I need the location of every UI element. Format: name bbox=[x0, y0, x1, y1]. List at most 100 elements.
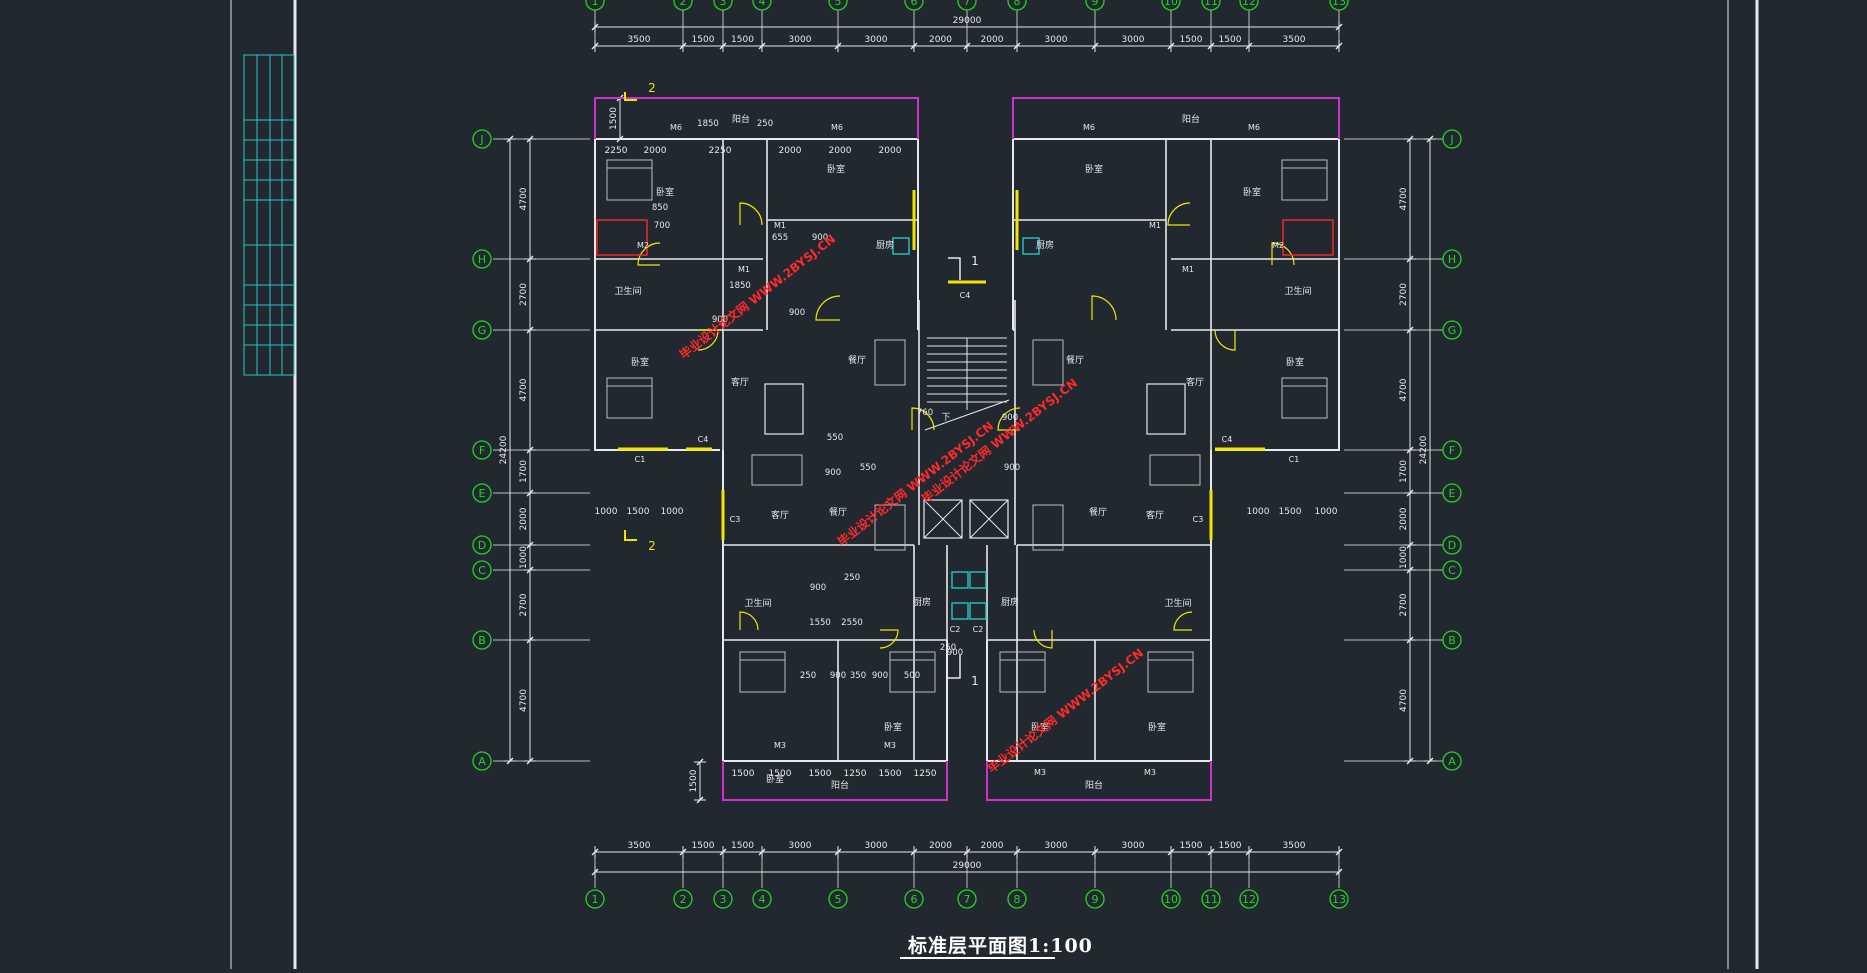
axis-bubble-bottom bbox=[1201, 889, 1221, 909]
axis-bubble-bottom bbox=[1161, 889, 1181, 909]
dim-top-total-tick bbox=[591, 23, 599, 31]
bed-icon bbox=[606, 159, 653, 201]
inner-dim-text: 2250 bbox=[605, 146, 628, 156]
inner-dim-text: 900 bbox=[947, 648, 963, 658]
door-swing bbox=[879, 629, 899, 649]
axis-bubble-bottom bbox=[1007, 889, 1027, 909]
opening-tag: C4 bbox=[960, 291, 971, 300]
dim-bottom-text: 2000 bbox=[929, 841, 952, 851]
axis-number-bottom: 13 bbox=[1332, 893, 1346, 906]
inner-dim-text: 900 bbox=[712, 315, 728, 325]
opening-tag: M1 bbox=[774, 221, 786, 230]
axis-bubble-left bbox=[472, 249, 492, 269]
dim-left-tick bbox=[526, 541, 534, 549]
room-label: 下 bbox=[941, 413, 950, 423]
dim-top-text: 1500 bbox=[731, 35, 754, 45]
room-label: 卧室 bbox=[631, 356, 649, 368]
room-label: 卧室 bbox=[656, 186, 674, 198]
dim-top-tick bbox=[1207, 42, 1215, 50]
axis-letter-left: G bbox=[478, 324, 487, 337]
opening-tag: M3 bbox=[1144, 768, 1156, 777]
axis-bubble-top bbox=[904, 0, 924, 11]
bed-icon bbox=[606, 377, 653, 419]
dim-right-tick bbox=[1406, 566, 1414, 574]
axis-letter-right: C bbox=[1448, 564, 1456, 577]
axis-letter-right: A bbox=[1448, 755, 1456, 768]
dim-top-text: 2000 bbox=[929, 35, 952, 45]
dim-left-total-tick bbox=[506, 757, 514, 765]
dim-bottom-tick bbox=[834, 848, 842, 856]
inner-dim-text: 850 bbox=[652, 203, 668, 213]
axis-bubble-top bbox=[585, 0, 605, 11]
section-mark-label: 1 bbox=[971, 254, 979, 268]
door-swing bbox=[1214, 329, 1236, 351]
opening-tag: M1 bbox=[738, 265, 750, 274]
room-label: 厨房 bbox=[1036, 239, 1054, 251]
axis-bubble-left bbox=[472, 751, 492, 771]
dim-left-tick bbox=[526, 446, 534, 454]
dim-bottom-total-tick bbox=[591, 868, 599, 876]
dim-right-text: 4700 bbox=[1399, 378, 1409, 401]
axis-bubble-right bbox=[1442, 630, 1462, 650]
axis-bubble-top bbox=[828, 0, 848, 11]
dim-top-text: 1500 bbox=[1180, 35, 1203, 45]
dining-table-icon bbox=[874, 504, 906, 551]
axis-letter-left: D bbox=[478, 539, 486, 552]
opening-tag: C2 bbox=[950, 625, 961, 634]
axis-letter-left: B bbox=[478, 634, 486, 647]
dim-right-tick bbox=[1406, 255, 1414, 263]
dining-table-icon bbox=[1032, 504, 1064, 551]
opening-tag: M6 bbox=[1083, 123, 1095, 132]
dim-bottom-tick bbox=[1207, 848, 1215, 856]
dim-right-total-tick bbox=[1426, 757, 1434, 765]
axis-number-top: 12 bbox=[1242, 0, 1256, 8]
dim-left-text: 1000 bbox=[519, 546, 529, 569]
axis-bubble-top bbox=[1161, 0, 1181, 11]
door-swing bbox=[815, 295, 841, 321]
stair-break bbox=[924, 399, 1010, 431]
dim-right-tick bbox=[1406, 541, 1414, 549]
inner-dim-text: 250 bbox=[800, 671, 816, 681]
room-label: 阳台 bbox=[1085, 779, 1103, 791]
section-mark-label: 2 bbox=[648, 81, 656, 95]
dim-left-text: 2000 bbox=[519, 507, 529, 530]
dim-right-tick bbox=[1406, 326, 1414, 334]
door-swing bbox=[1033, 629, 1053, 649]
bed-icon bbox=[1147, 651, 1194, 693]
axis-bubble-top bbox=[673, 0, 693, 11]
elevator-x bbox=[969, 499, 1009, 539]
axis-number-bottom: 3 bbox=[720, 893, 727, 906]
axis-bubble-top bbox=[957, 0, 977, 11]
inner-dim-text: 900 bbox=[812, 233, 828, 243]
dim-right-tick bbox=[1406, 489, 1414, 497]
room-label: 餐厅 bbox=[1066, 354, 1084, 366]
dim-bottom-total-text: 29000 bbox=[953, 861, 982, 871]
inner-dim-text: 900 bbox=[825, 468, 841, 478]
inner-dim-text: 250 bbox=[844, 573, 860, 583]
inner-dim-text: 2000 bbox=[829, 146, 852, 156]
bed-icon bbox=[889, 651, 936, 693]
axis-letter-right: D bbox=[1448, 539, 1456, 552]
axis-number-top: 7 bbox=[964, 0, 971, 8]
axis-number-bottom: 12 bbox=[1242, 893, 1256, 906]
watermark-text: 毕业设计论文网 WWW.2BYSJ.CN bbox=[918, 375, 1080, 506]
dim-bottom-tick bbox=[963, 848, 971, 856]
dim-bottom-text: 2000 bbox=[981, 841, 1004, 851]
balcony-right-bottom bbox=[986, 761, 1212, 801]
axis-number-top: 8 bbox=[1014, 0, 1021, 8]
axis-number-bottom: 1 bbox=[592, 893, 599, 906]
dim-top-text: 3000 bbox=[1122, 35, 1145, 45]
dim-bottom-tick bbox=[591, 848, 599, 856]
axis-bubble-right bbox=[1442, 751, 1462, 771]
room-label: 阳台 bbox=[831, 779, 849, 791]
axis-letter-right: J bbox=[1449, 133, 1453, 146]
section-mark-1-top bbox=[948, 257, 961, 280]
opening-tag: C3 bbox=[730, 515, 741, 524]
bed-icon bbox=[1281, 377, 1328, 419]
inner-dim-text: 900 bbox=[1002, 413, 1018, 423]
inner-dim-text: 900 bbox=[789, 308, 805, 318]
bed-icon bbox=[739, 651, 786, 693]
door-swing bbox=[1271, 242, 1295, 266]
inner-dim-text: 1000 bbox=[661, 507, 684, 517]
axis-letter-left: H bbox=[478, 253, 486, 266]
